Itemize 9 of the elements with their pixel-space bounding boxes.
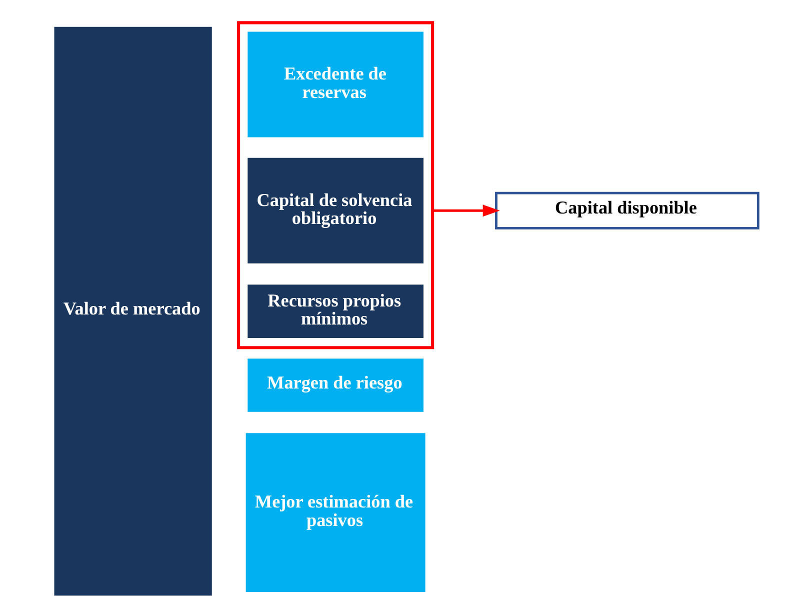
cluster xyxy=(236,21,434,350)
node-box: Recursos propios mínimos xyxy=(247,284,423,338)
node-box: Valor de mercado xyxy=(54,26,212,596)
node-box: Mejor estimación de pasivos xyxy=(245,433,425,592)
node-box: Margen de riesgo xyxy=(247,358,423,412)
node-box: Capital disponible xyxy=(494,192,759,230)
arrow xyxy=(432,204,500,217)
node-box: Capital de solvencia obligatorio xyxy=(247,158,423,264)
node-box: Excedente de reservas xyxy=(247,32,423,138)
